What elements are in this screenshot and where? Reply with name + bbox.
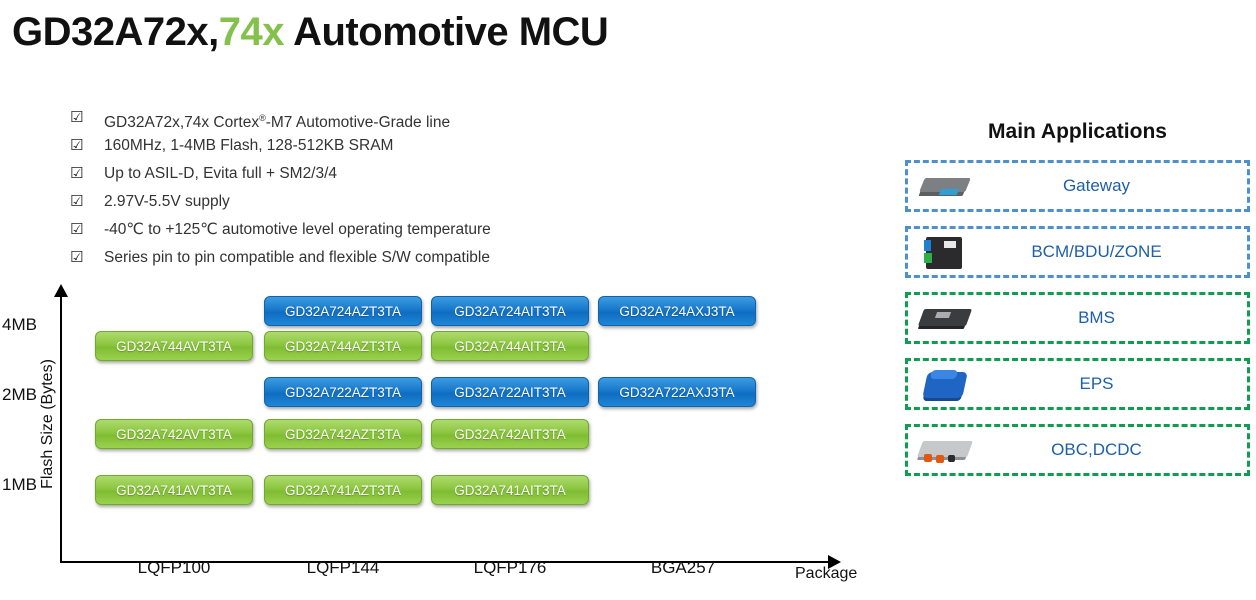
gateway-module-icon bbox=[916, 166, 978, 206]
y-axis-tick: 4MB bbox=[2, 315, 37, 334]
feature-text-main: GD32A72x,74x Cortex bbox=[104, 114, 260, 132]
part-number-box[interactable]: GD32A744AZT3TA bbox=[264, 331, 422, 361]
x-axis-tick: LQFP176 bbox=[473, 558, 547, 577]
feature-text-tail: -M7 Automotive-Grade line bbox=[265, 114, 451, 132]
x-axis-arrow-icon bbox=[828, 555, 841, 569]
checkbox-checked-icon: ☑ bbox=[70, 109, 84, 126]
feature-item-label: GD32A72x,74x Cortex®-M7 Automotive-Grade… bbox=[104, 108, 450, 133]
page-title-part1: GD32A72x, bbox=[12, 10, 219, 54]
feature-item-label: Series pin to pin compatible and flexibl… bbox=[104, 248, 490, 268]
part-number-box[interactable]: GD32A741AVT3TA bbox=[95, 475, 253, 505]
part-number-box[interactable]: GD32A742AIT3TA bbox=[431, 419, 589, 449]
obc-module-icon bbox=[916, 430, 978, 470]
feature-item: ☑ 2.97V-5.5V supply bbox=[70, 192, 690, 215]
x-axis-title: Package bbox=[795, 565, 858, 582]
registered-mark-icon: ® bbox=[259, 113, 266, 123]
checkbox-checked-icon: ☑ bbox=[70, 193, 84, 210]
application-card[interactable]: OBC,DCDC bbox=[905, 424, 1250, 476]
application-card-label: EPS bbox=[1079, 374, 1114, 393]
part-number-box[interactable]: GD32A722AXJ3TA bbox=[598, 377, 756, 407]
application-card-label: OBC,DCDC bbox=[1051, 440, 1142, 459]
x-axis-tick: LQFP144 bbox=[306, 558, 380, 577]
part-number-box[interactable]: GD32A741AZT3TA bbox=[264, 475, 422, 505]
y-axis-tick: 1MB bbox=[2, 475, 37, 494]
application-card-label: BCM/BDU/ZONE bbox=[1031, 242, 1162, 261]
page-title-accent: 74x bbox=[218, 10, 285, 54]
feature-list: ☑ GD32A72x,74x Cortex®-M7 Automotive-Grad… bbox=[70, 108, 690, 276]
part-number-box[interactable]: GD32A741AIT3TA bbox=[431, 475, 589, 505]
application-card[interactable]: BMS bbox=[905, 292, 1250, 344]
part-number-box[interactable]: GD32A722AIT3TA bbox=[431, 377, 589, 407]
eps-module-icon bbox=[916, 364, 978, 404]
bms-module-icon bbox=[916, 298, 978, 338]
checkbox-checked-icon: ☑ bbox=[70, 221, 84, 238]
part-number-box[interactable]: GD32A722AZT3TA bbox=[264, 377, 422, 407]
feature-item-label: -40℃ to +125℃ automotive level operating… bbox=[104, 220, 491, 240]
checkbox-checked-icon: ☑ bbox=[70, 165, 84, 182]
part-number-box[interactable]: GD32A742AVT3TA bbox=[95, 419, 253, 449]
application-card-label: BMS bbox=[1078, 308, 1115, 327]
feature-text-main: Series pin to pin compatible and flexibl… bbox=[104, 249, 490, 266]
x-axis-line bbox=[60, 561, 830, 563]
feature-text-main: Up to ASIL-D, Evita full + SM2/3/4 bbox=[104, 165, 338, 182]
part-number-box[interactable]: GD32A724AIT3TA bbox=[431, 296, 589, 326]
application-card-label: Gateway bbox=[1062, 176, 1131, 195]
feature-text-main: 160MHz, 1-4MB Flash, 128-512KB SRAM bbox=[104, 137, 394, 154]
part-number-box[interactable]: GD32A744AVT3TA bbox=[95, 331, 253, 361]
feature-item: ☑ GD32A72x,74x Cortex®-M7 Automotive-Grad… bbox=[70, 108, 690, 131]
page-title-part2: Automotive MCU bbox=[283, 10, 609, 54]
y-axis-tick: 2MB bbox=[2, 385, 37, 404]
application-card[interactable]: BCM/BDU/ZONE bbox=[905, 226, 1250, 278]
checkbox-checked-icon: ☑ bbox=[70, 137, 84, 154]
y-axis-arrow-icon bbox=[54, 284, 68, 297]
feature-item-label: 2.97V-5.5V supply bbox=[104, 192, 230, 212]
feature-text-main: 2.97V-5.5V supply bbox=[104, 193, 230, 210]
main-applications-title: Main Applications bbox=[988, 120, 1167, 143]
y-axis-line bbox=[60, 295, 62, 563]
part-number-box[interactable]: GD32A724AZT3TA bbox=[264, 296, 422, 326]
feature-text-main: -40℃ to +125℃ automotive level operating… bbox=[104, 221, 491, 238]
part-number-box[interactable]: GD32A744AIT3TA bbox=[431, 331, 589, 361]
feature-item: ☑ Series pin to pin compatible and flexib… bbox=[70, 248, 690, 271]
bcm-module-icon bbox=[916, 232, 978, 272]
feature-item: ☑ -40℃ to +125℃ automotive level operatin… bbox=[70, 220, 690, 243]
application-card[interactable]: EPS bbox=[905, 358, 1250, 410]
application-card[interactable]: Gateway bbox=[905, 160, 1250, 212]
x-axis-tick: LQFP100 bbox=[137, 558, 211, 577]
x-axis-tick: BGA257 bbox=[650, 558, 716, 577]
feature-item-label: Up to ASIL-D, Evita full + SM2/3/4 bbox=[104, 164, 337, 184]
checkbox-checked-icon: ☑ bbox=[70, 249, 84, 266]
part-number-box[interactable]: GD32A742AZT3TA bbox=[264, 419, 422, 449]
feature-item: ☑ Up to ASIL-D, Evita full + SM2/3/4 bbox=[70, 164, 690, 187]
part-number-box[interactable]: GD32A724AXJ3TA bbox=[598, 296, 756, 326]
feature-item: ☑ 160MHz, 1-4MB Flash, 128-512KB SRAM bbox=[70, 136, 690, 159]
feature-item-label: 160MHz, 1-4MB Flash, 128-512KB SRAM bbox=[104, 136, 393, 156]
page-title: GD32A72x,74x Automotive MCU bbox=[12, 10, 609, 55]
